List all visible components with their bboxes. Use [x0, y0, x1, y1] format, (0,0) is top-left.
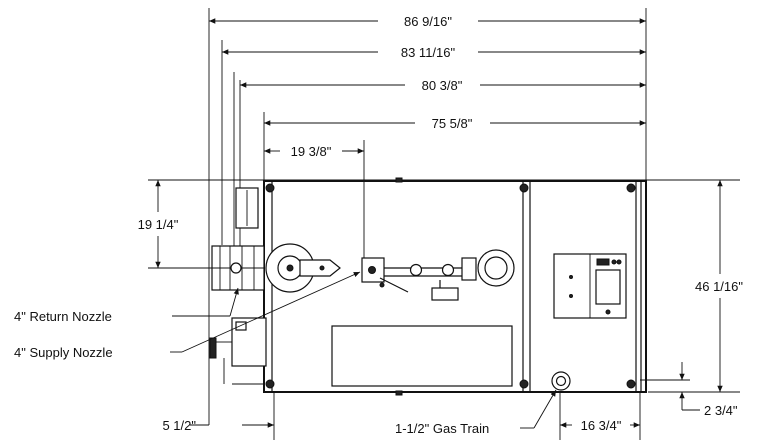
dim-left-offset: 5 1/2"	[162, 418, 274, 433]
dim-overall-height-text: 46 1/16"	[695, 279, 743, 294]
dim-length-2-text: 83 11/16"	[401, 45, 456, 60]
dim-bottom-offset-text: 2 3/4"	[704, 403, 738, 418]
dim-length-4: 75 5/8"	[264, 116, 646, 131]
dim-length-3-text: 80 3/8"	[422, 78, 463, 93]
supply-nozzle-label: 4" Supply Nozzle	[14, 345, 113, 360]
dim-gas-offset-text: 16 3/4"	[581, 418, 622, 433]
dim-length-4-text: 75 5/8"	[432, 116, 473, 131]
dim-overall-length-text: 86 9/16"	[404, 14, 452, 29]
dim-left-offset-text: 5 1/2"	[162, 418, 196, 433]
gas-train-label: 1-1/2" Gas Train	[395, 421, 489, 436]
dim-length-2: 83 11/16"	[222, 45, 646, 60]
supply-nozzle-assembly	[209, 317, 267, 385]
dim-nozzle-height-text: 19 1/4"	[138, 217, 179, 232]
dim-gas-offset: 16 3/4"	[560, 418, 640, 433]
return-nozzle-assembly	[211, 187, 265, 291]
dim-length-3: 80 3/8"	[240, 78, 646, 93]
dim-nozzle-offset: 19 3/8"	[264, 144, 364, 159]
burner-assembly	[265, 243, 515, 301]
dim-overall-length: 86 9/16"	[209, 14, 646, 29]
dim-bottom-offset: 2 3/4"	[679, 362, 738, 418]
dim-nozzle-height: 19 1/4"	[138, 180, 179, 268]
boiler-cabinet	[263, 177, 647, 396]
dim-overall-height: 46 1/16"	[695, 180, 743, 392]
dim-nozzle-offset-text: 19 3/8"	[291, 144, 332, 159]
return-nozzle-label: 4" Return Nozzle	[14, 309, 112, 324]
leader-lines	[170, 271, 557, 429]
